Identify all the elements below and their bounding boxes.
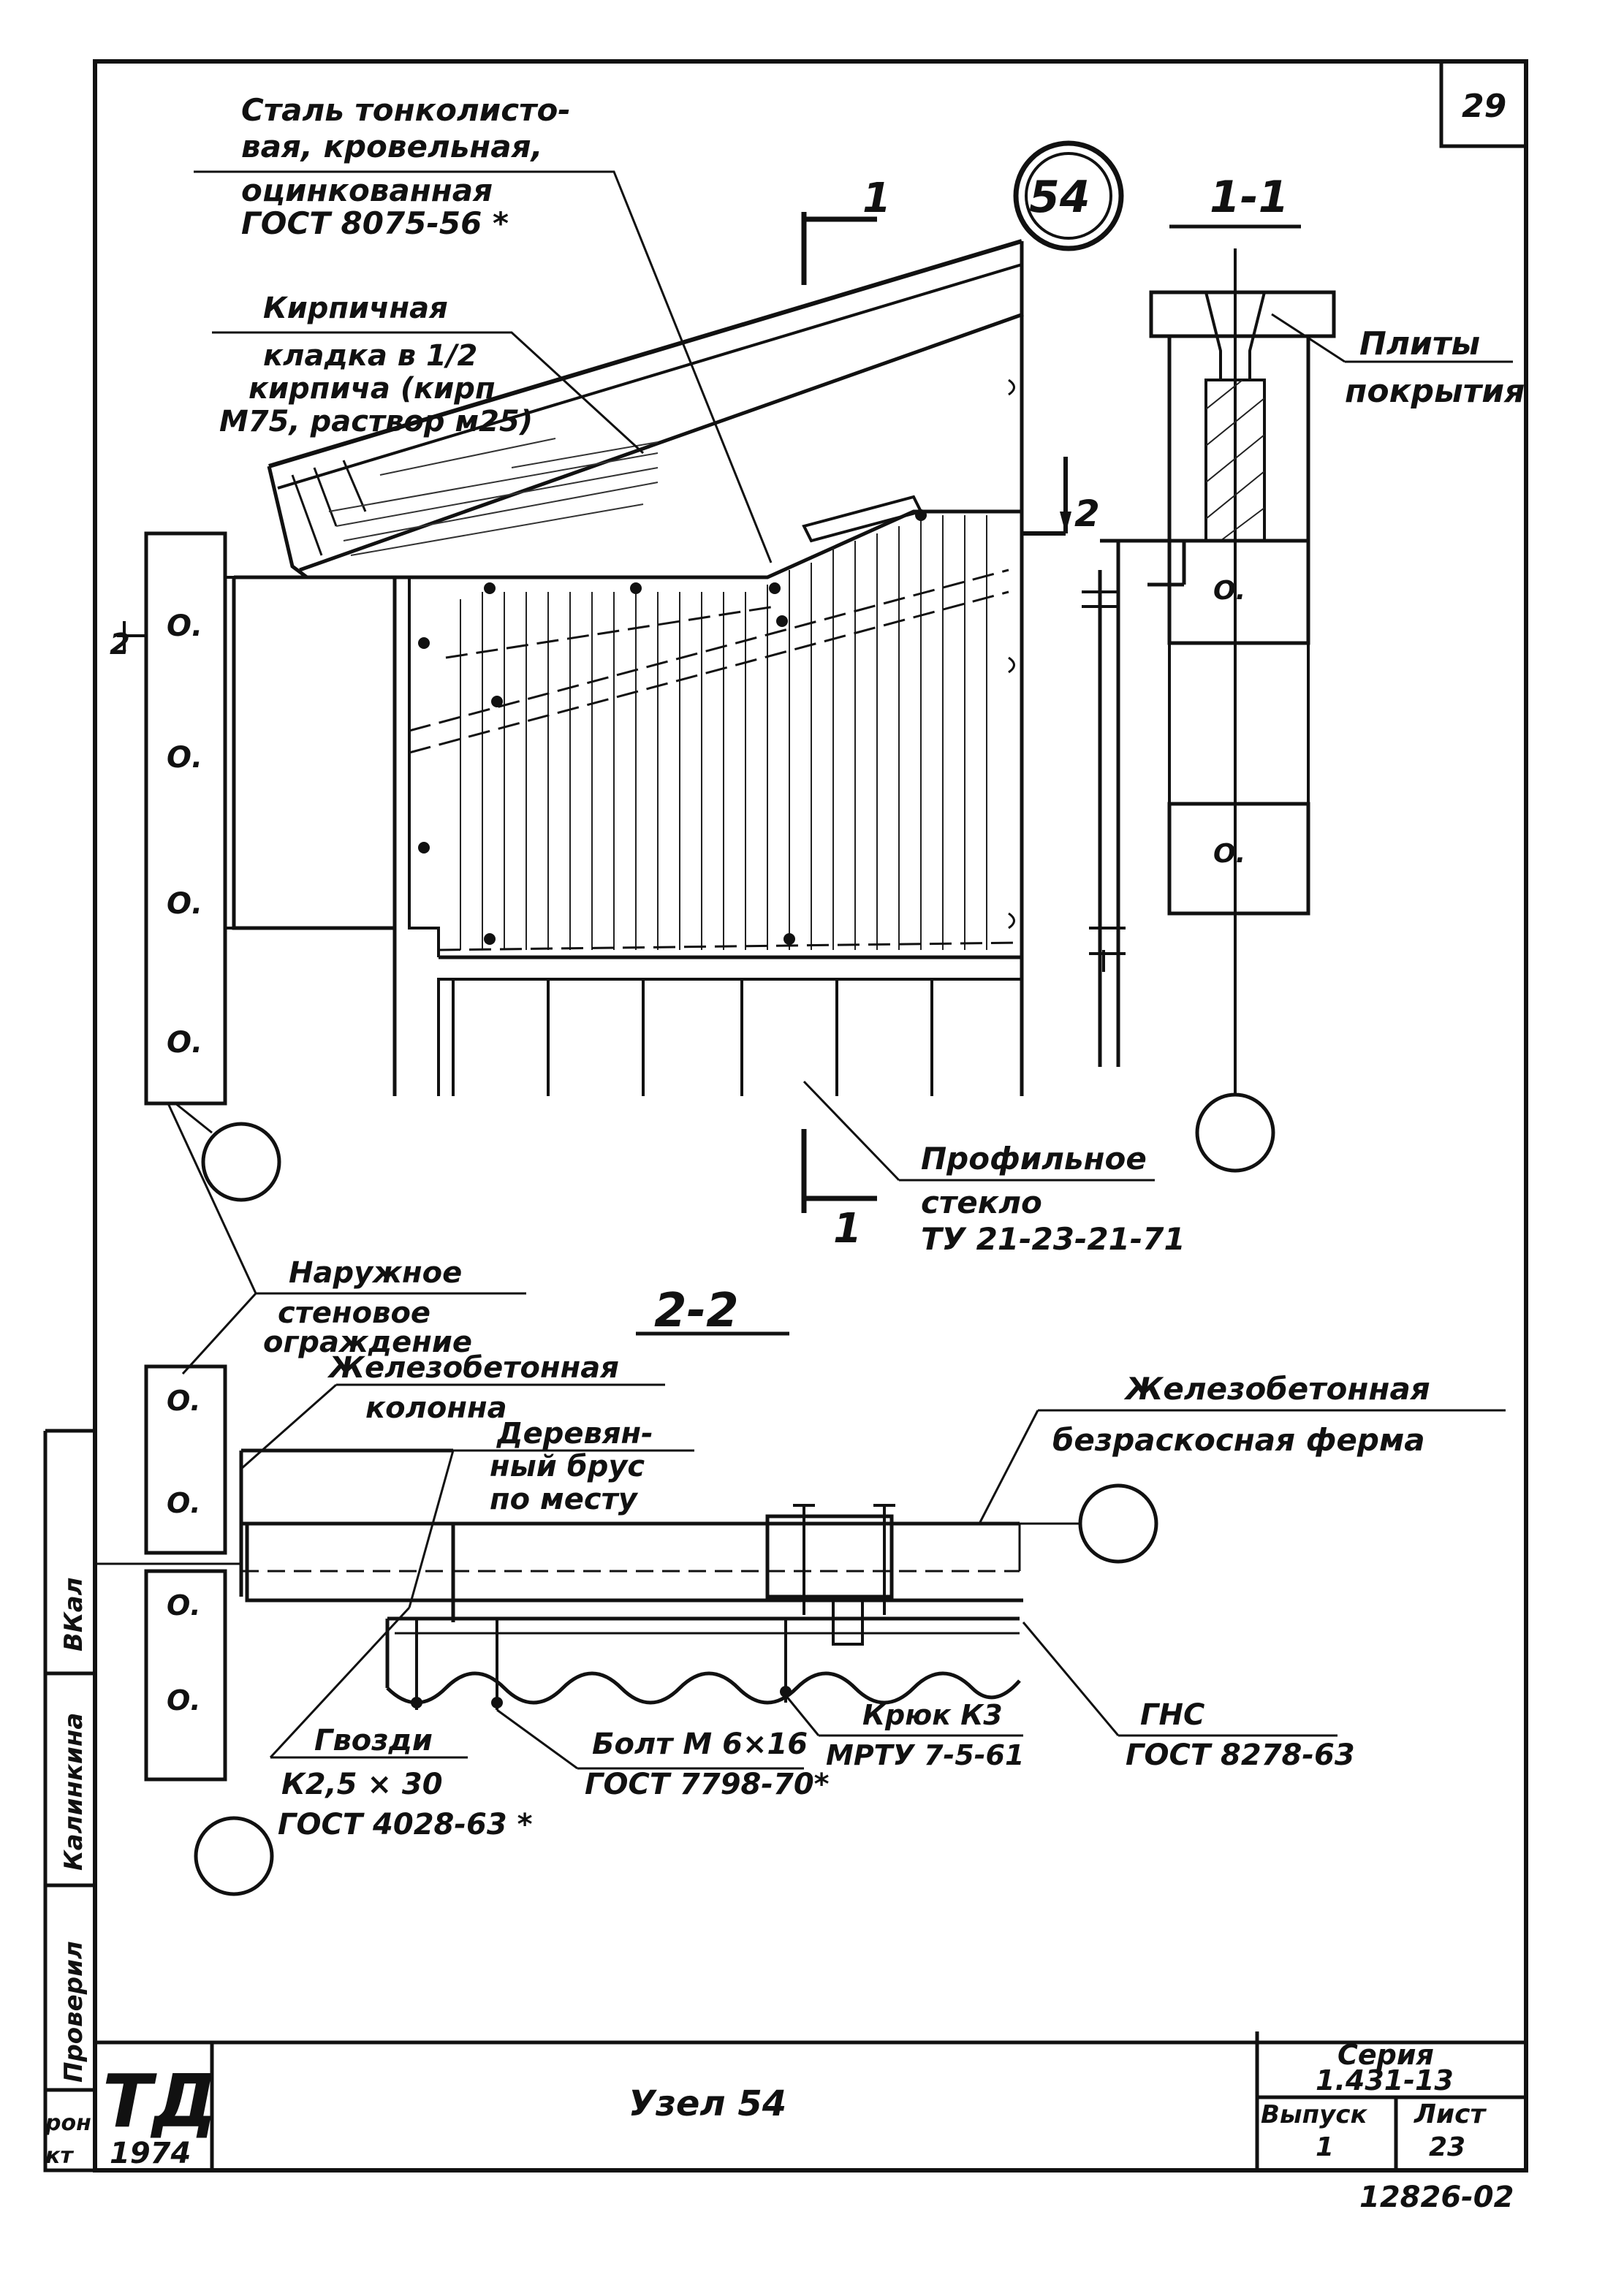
label-slabs-line2: покрытия <box>1345 373 1525 410</box>
title-block: ТД 1974 Узел 54 Серия 1.431-13 Выпуск 1 … <box>95 2031 1526 2214</box>
cut-2-right: 2 <box>1074 493 1100 535</box>
label-wall-line3: ограждение <box>263 1326 472 1359</box>
label-slabs: Плиты покрытия <box>1345 325 1525 410</box>
label-nails: Гвозди К2,5 × 30 ГОСТ 4028-63 * <box>278 1724 533 1841</box>
title-sheet-value: 23 <box>1429 2132 1465 2162</box>
label-brick-line2: кладка в 1/2 <box>263 339 477 373</box>
archive-number: 12826-02 <box>1359 2181 1514 2214</box>
label-slabs-line1: Плиты <box>1359 325 1480 362</box>
title-main: Узел 54 <box>629 2083 786 2124</box>
leader-lines <box>167 170 1513 1770</box>
left-column: О. О. О. О. <box>144 531 234 1106</box>
label-glass-line3: ТУ 21-23-21-71 <box>921 1221 1185 1257</box>
label-glass-line2: стекло <box>921 1185 1042 1220</box>
title-series-value: 1.431-13 <box>1316 2064 1454 2097</box>
label-wall-line1: Наружное <box>289 1256 462 1290</box>
section-2-2-title: 2-2 <box>654 1284 739 1338</box>
label-hook: Крюк К3 МРТУ 7-5-61 <box>826 1699 1024 1771</box>
label-bolt-line1: Болт М 6×16 <box>592 1727 808 1761</box>
node-circle-number: 54 <box>1029 172 1090 223</box>
sheet-number: 29 <box>1462 88 1506 125</box>
label-wall: Наружное стеновое ограждение <box>263 1256 472 1359</box>
label-bolt: Болт М 6×16 ГОСТ 7798-70* <box>585 1727 830 1801</box>
label-steel-line2: вая, кровельная, <box>241 129 543 164</box>
label-gns: ГНС ГОСТ 8278-63 <box>1126 1698 1355 1772</box>
stamp-checked: Проверил <box>59 1941 88 2083</box>
label-beam-line2: ный брус <box>490 1450 645 1483</box>
label-truss-line2: безраскосная ферма <box>1052 1422 1425 1458</box>
node-circle <box>1013 140 1124 251</box>
section-2-2: 2-2 О. О. О. О. <box>95 1284 1158 1896</box>
label-steel: Сталь тонколисто- вая, кровельная, оцинк… <box>241 92 571 241</box>
label-gns-line2: ГОСТ 8278-63 <box>1126 1738 1355 1772</box>
stamp-signature: ВКал <box>59 1577 88 1651</box>
axis-circle-4 <box>194 1816 274 1896</box>
label-column: Железобетонная колонна <box>327 1351 619 1425</box>
axis-circle-1 <box>201 1122 281 1202</box>
s22-mark-1: О. <box>167 1385 201 1417</box>
label-brick-line4: М75, раствор м25) <box>219 405 533 438</box>
s22-mark-2: О. <box>167 1487 201 1519</box>
label-gns-line1: ГНС <box>1140 1698 1204 1732</box>
label-nails-line3: ГОСТ 4028-63 * <box>278 1808 533 1841</box>
label-column-line2: колонна <box>365 1391 507 1425</box>
s22-mark-4: О. <box>167 1684 201 1717</box>
section-1-1-title: 1-1 <box>1210 172 1289 223</box>
label-brick-line1: Кирпичная <box>263 292 448 325</box>
column-mark-4: О. <box>167 1026 202 1060</box>
label-steel-line3: оцинкованная <box>241 172 493 208</box>
label-column-line1: Железобетонная <box>327 1351 619 1385</box>
label-brick-line3: кирпича (кирп <box>248 372 496 406</box>
cut-2-left-mark: 2 <box>110 628 130 661</box>
brick-hatch <box>328 438 659 556</box>
label-steel-line4: ГОСТ 8075-56 * <box>241 205 509 241</box>
label-hook-line2: МРТУ 7-5-61 <box>826 1739 1024 1771</box>
stamp-name: Калинкина <box>59 1713 88 1871</box>
section-mark-b: О. <box>1213 839 1245 869</box>
label-steel-line1: Сталь тонколисто- <box>241 92 571 128</box>
title-year: 1974 <box>110 2137 191 2170</box>
label-wall-line2: стеновое <box>278 1296 430 1330</box>
bolts <box>418 509 927 945</box>
title-series-label: Серия <box>1338 2039 1434 2071</box>
side-stamp: Проверил Калинкина ВКал рон кт <box>45 1577 91 2169</box>
title-issue-value: 1 <box>1316 2132 1334 2162</box>
title-logo: ТД <box>102 2059 217 2144</box>
label-beam: Деревян- ный брус по месту <box>490 1417 653 1516</box>
cut-1-top: 1 <box>862 175 891 222</box>
column-mark-1: О. <box>167 609 202 643</box>
column-mark-2: О. <box>167 741 202 775</box>
label-glass: Профильное стекло ТУ 21-23-21-71 <box>921 1141 1185 1257</box>
title-sheet-label: Лист <box>1414 2099 1487 2129</box>
axis-circle-2 <box>1195 1092 1275 1173</box>
s22-mark-3: О. <box>167 1589 201 1622</box>
sheet-frame <box>43 59 1528 2173</box>
title-issue-label: Выпуск <box>1261 2100 1367 2129</box>
column-mark-3: О. <box>167 887 202 921</box>
label-truss: Железобетонная безраскосная ферма <box>1052 1371 1430 1458</box>
label-beam-line3: по месту <box>490 1483 639 1516</box>
label-bolt-line2: ГОСТ 7798-70* <box>585 1768 830 1801</box>
stamp-cut-left-2: кт <box>45 2143 74 2169</box>
profile-glass-lines <box>460 515 987 950</box>
label-brick: Кирпичная кладка в 1/2 кирпича (кирп М75… <box>219 292 533 438</box>
label-truss-line1: Железобетонная <box>1123 1371 1430 1407</box>
cut-1-bottom: 1 <box>833 1205 862 1252</box>
label-hook-line1: Крюк К3 <box>862 1699 1003 1731</box>
stamp-cut-left-1: рон <box>45 2110 91 2136</box>
label-glass-line1: Профильное <box>921 1141 1147 1176</box>
label-nails-line1: Гвозди <box>314 1724 433 1757</box>
axis-circle-3 <box>1078 1483 1158 1564</box>
section-1-1: 1-1 О. О. <box>1149 172 1336 916</box>
label-nails-line2: К2,5 × 30 <box>281 1768 443 1801</box>
section-mark-a: О. <box>1213 576 1245 606</box>
node-54-detail: 54 <box>110 140 1275 1252</box>
label-beam-line1: Деревян- <box>496 1417 653 1451</box>
